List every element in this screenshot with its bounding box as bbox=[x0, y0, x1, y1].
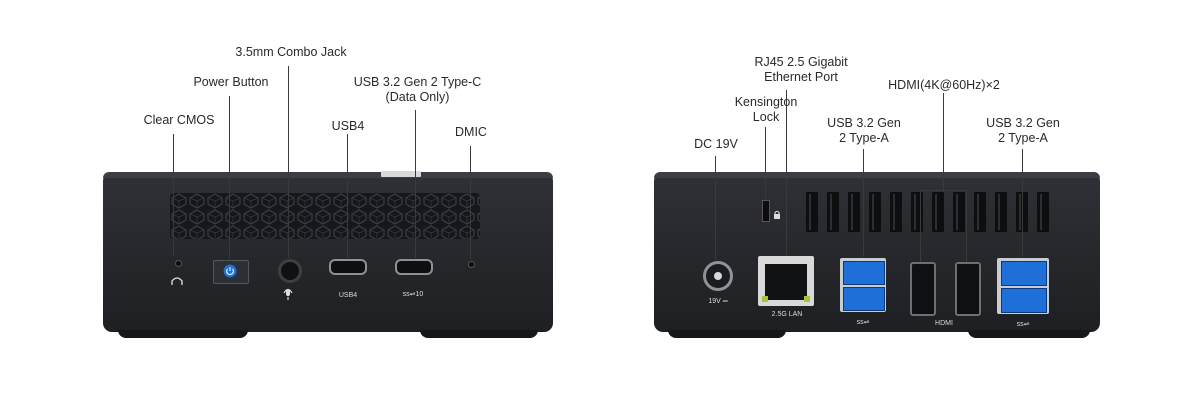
usb-a-left-label: USB 3.2 Gen 2 Type-A bbox=[827, 116, 901, 145]
combo-jack-label: 3.5mm Combo Jack bbox=[235, 45, 347, 59]
lan-led-left bbox=[762, 296, 768, 302]
usbc-data-port[interactable] bbox=[395, 259, 433, 275]
usb-a-right-top[interactable] bbox=[1001, 261, 1047, 286]
usb4-label: USB4 bbox=[331, 119, 365, 133]
usb-a-left-leader bbox=[863, 149, 865, 257]
dc-port-label: 19V ═ bbox=[708, 298, 728, 305]
hdmi-label: HDMI(4K@60Hz)×2 bbox=[888, 78, 1000, 92]
front-foot-right bbox=[420, 330, 538, 338]
dmic-hole bbox=[468, 261, 475, 268]
kensington-label: Kensington Lock bbox=[734, 95, 798, 124]
usb4-leader bbox=[347, 134, 349, 258]
usb-a-left-bottom[interactable] bbox=[843, 287, 885, 311]
front-top-tab bbox=[381, 171, 421, 177]
hdmi-leader-right bbox=[966, 190, 968, 262]
cmos-arch-icon bbox=[171, 277, 183, 285]
hdmi-port-2[interactable] bbox=[955, 262, 981, 316]
kensington-lock-slot[interactable] bbox=[762, 200, 770, 222]
dc-jack-pin bbox=[714, 272, 722, 280]
rj45-leader bbox=[786, 90, 788, 255]
ss10-port-label: ss⇌10 bbox=[402, 291, 424, 298]
usb4-port-label: USB4 bbox=[338, 292, 358, 299]
lan-port-label: 2.5G LAN bbox=[771, 311, 803, 318]
power-icon bbox=[223, 264, 237, 278]
clear-cmos-leader bbox=[173, 134, 175, 256]
usb4-port[interactable] bbox=[329, 259, 367, 275]
rear-foot-right bbox=[968, 330, 1090, 338]
usb-a-right-leader bbox=[1022, 149, 1024, 257]
combo-jack-port[interactable] bbox=[278, 259, 302, 283]
usb-a-left-top[interactable] bbox=[843, 261, 885, 285]
clear-cmos-pinhole[interactable] bbox=[175, 260, 182, 267]
kensington-leader bbox=[765, 127, 767, 199]
rear-vent-slots bbox=[806, 192, 1049, 232]
dmic-leader bbox=[470, 146, 472, 259]
hdmi-leader-left bbox=[920, 190, 922, 262]
power-button-label: Power Button bbox=[193, 75, 269, 89]
dc-leader bbox=[715, 156, 717, 260]
hdmi-leader-bar bbox=[920, 190, 967, 192]
front-vent-grille bbox=[170, 193, 480, 239]
power-button-leader bbox=[229, 96, 231, 259]
usbc-data-leader bbox=[415, 110, 417, 258]
lan-port-socket bbox=[765, 264, 807, 300]
rear-foot-left bbox=[668, 330, 786, 338]
usb-a-right-label: USB 3.2 Gen 2 Type-A bbox=[986, 116, 1060, 145]
hdmi-port-label: HDMI bbox=[935, 320, 953, 327]
usbc-data-label: USB 3.2 Gen 2 Type-C (Data Only) bbox=[353, 75, 482, 104]
ss-left-port-label: ss⇌ bbox=[856, 319, 870, 326]
combo-jack-leader bbox=[288, 66, 290, 258]
dc-jack[interactable] bbox=[703, 261, 733, 291]
rear-chassis-top-edge bbox=[654, 172, 1100, 178]
lock-icon bbox=[774, 210, 780, 219]
front-chassis-top-edge bbox=[103, 172, 553, 178]
dmic-label: DMIC bbox=[455, 125, 487, 139]
clear-cmos-label: Clear CMOS bbox=[143, 113, 215, 127]
usb-a-right-bottom[interactable] bbox=[1001, 288, 1047, 313]
ss-right-port-label: ss⇌ bbox=[1016, 321, 1030, 328]
lan-led-right bbox=[804, 296, 810, 302]
hdmi-port-1[interactable] bbox=[910, 262, 936, 316]
rj45-label: RJ45 2.5 Gigabit Ethernet Port bbox=[754, 55, 848, 84]
dc-label: DC 19V bbox=[694, 137, 738, 151]
headset-icon bbox=[283, 288, 293, 300]
hdmi-leader-stem bbox=[943, 93, 945, 190]
front-foot-left bbox=[118, 330, 248, 338]
